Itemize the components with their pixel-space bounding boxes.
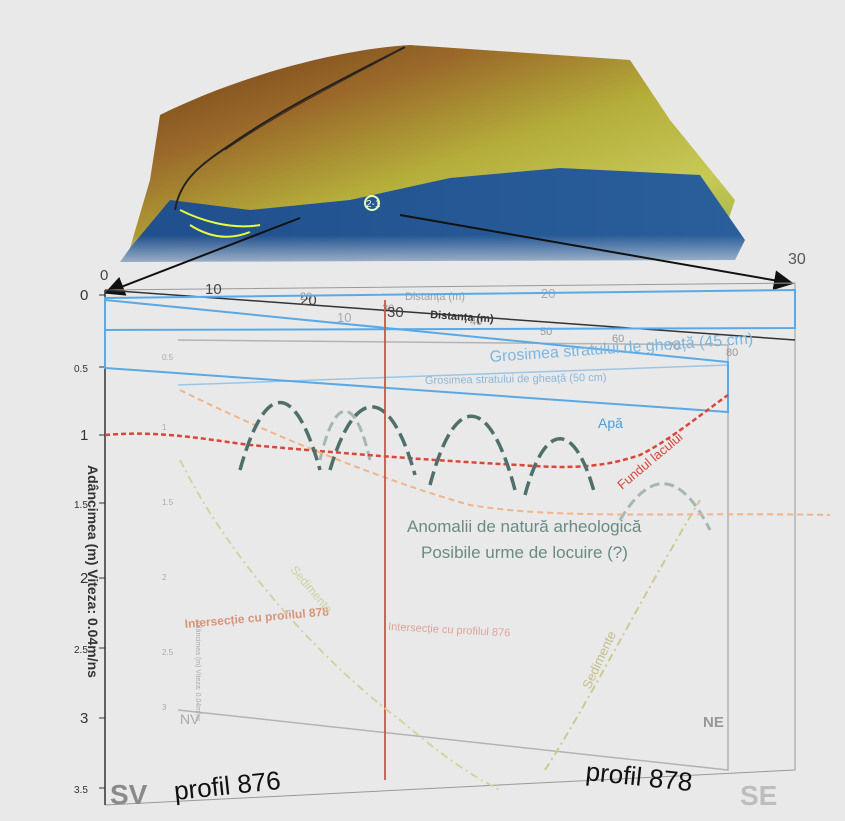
back-intersection-label: Intersecție cu profilul 876 [388, 621, 511, 639]
back-panel-frame [177, 339, 729, 771]
back-ice-label: Grosimea stratului de gheață (50 cm) [425, 372, 607, 387]
back-depth-tick-label: 1 [162, 423, 167, 432]
back-depth-tick-label: 1.5 [162, 498, 174, 507]
anomaly-arc-2 [328, 405, 417, 476]
projection-arrow-left [104, 217, 301, 296]
depth-tick-label: 0.5 [74, 364, 88, 375]
depth-tick-label: 2.5 [74, 645, 88, 656]
water-label: Apă [598, 415, 623, 431]
back-distance-tick-label: 20 [300, 291, 312, 303]
depth-tick-label: 3.5 [74, 785, 88, 796]
corner-se: SE [740, 780, 777, 811]
corner-ne: NE [703, 714, 724, 731]
survey-point [364, 195, 380, 211]
distance-axis [104, 289, 796, 341]
back-depth-tick-label: 3 [162, 703, 167, 712]
back-distance-tick-label: 60 [612, 333, 624, 345]
depth-tick-label: 3 [80, 710, 88, 727]
back-depth-tick-label: 0.5 [162, 353, 174, 362]
lake-bottom-line [104, 393, 729, 469]
back-distance-title: Distanța (m) [405, 291, 465, 303]
terrain-model: 2-1 [110, 45, 750, 275]
road-line [174, 46, 406, 211]
terrain-fade [110, 235, 750, 275]
back-depth-title: Adâncimea (m) Viteza: 0.04m/ns [194, 620, 201, 722]
back-depth-tick-label: 2 [162, 573, 167, 582]
lake-bottom-back [179, 389, 831, 516]
contour-yellow [179, 209, 261, 238]
back-ice-line [177, 364, 729, 386]
back-depth-ticks: 0.5 1 1.5 2 2.5 3 [162, 353, 174, 712]
back-distance-tick-label: 80 [726, 347, 738, 359]
distance-tick-label: 0 [100, 267, 108, 284]
distance-tick-label: 20 [300, 292, 317, 309]
anomaly-arc-1 [238, 401, 322, 471]
profile-878-label: profil 878 [584, 756, 694, 797]
distance-tick-label: 10 [205, 281, 222, 298]
map-marker-label: 2-1 [366, 199, 381, 210]
sediment-line-front [179, 459, 501, 791]
back-depth-tick-label: 2.5 [162, 648, 174, 657]
back-distance-tick-label: 70 [668, 341, 680, 353]
back-sediment-line [544, 499, 701, 771]
back-sediment-label: Sedimente [579, 629, 619, 692]
ice-layer-box-lower [104, 298, 729, 414]
projection-arrow-right [399, 214, 794, 291]
depth-tick-label: 2 [80, 570, 88, 587]
anomaly-label-2: Posibile urme de locuire (?) [421, 543, 628, 562]
distance-title-front: Distanța (m) [430, 309, 495, 325]
anomaly-label-1: Anomalii de natură arheologică [407, 517, 642, 536]
corner-sv: SV [110, 779, 148, 810]
intersection-label: Intersecție cu profilul 878 [184, 604, 330, 631]
road-line-2 [224, 49, 401, 151]
distance-tick-label: 30 [387, 304, 404, 321]
depth-axis-title: Adâncimea (m) Viteza: 0.04m/ns [85, 465, 101, 678]
anomaly-arc-4 [523, 437, 597, 496]
anomaly-arc-3 [428, 414, 517, 491]
distance-tick-label: 10 [337, 310, 351, 325]
profile-876-label: profil 876 [172, 765, 282, 806]
distance-right-tick: 30 [788, 251, 806, 268]
corner-nv: NV [180, 711, 200, 727]
depth-tick-label: 0 [80, 287, 88, 304]
anomaly-faint-1 [318, 410, 372, 461]
depth-tick-label: 1.5 [74, 500, 88, 511]
depth-ticks: 0 0.5 1 1.5 2 2.5 3 3.5 [74, 287, 105, 796]
back-distance-tick-label: 40 [470, 316, 482, 328]
anomaly-faint-2 [618, 482, 712, 531]
front-panel-frame [104, 282, 796, 806]
depth-tick-label: 1 [80, 427, 88, 444]
